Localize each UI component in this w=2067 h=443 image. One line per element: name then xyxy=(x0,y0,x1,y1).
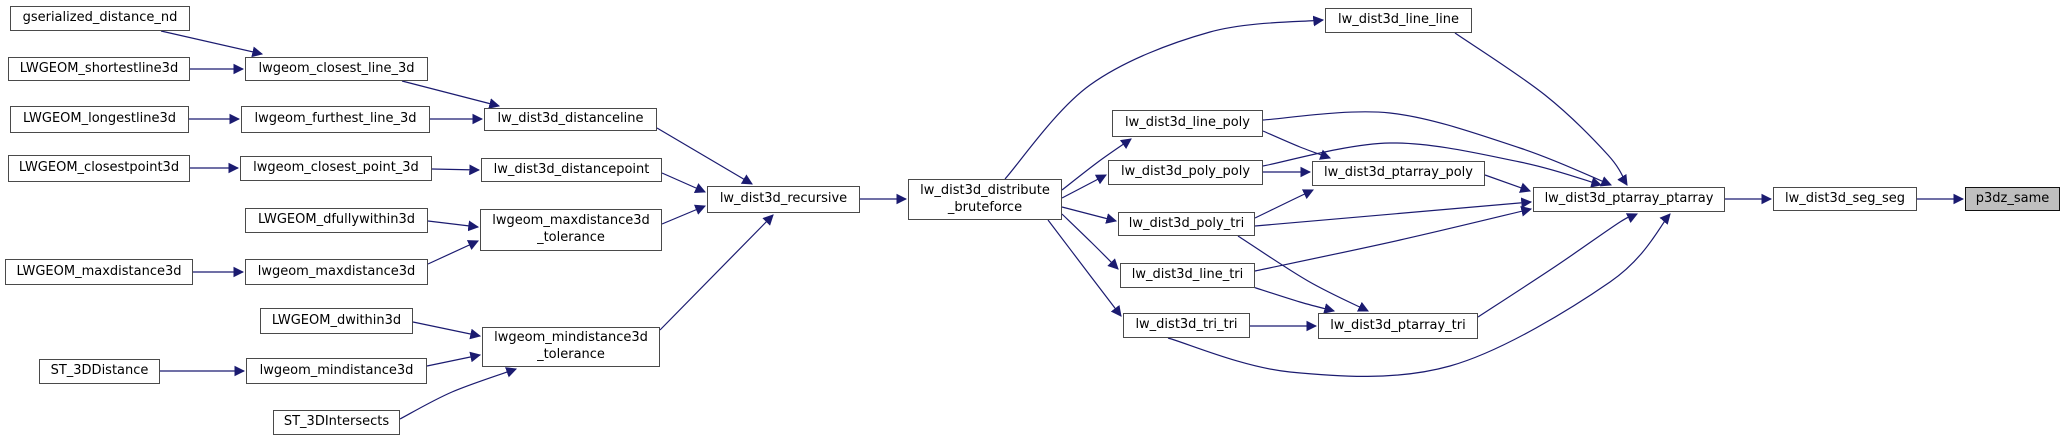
edge-lwgeom_mindistance3d-lwgeom_mindistance3d_tolerance xyxy=(426,351,482,367)
node-lw_dist3d_poly_poly[interactable]: lw_dist3d_poly_poly xyxy=(1108,160,1263,185)
node-lw_dist3d_line_poly[interactable]: lw_dist3d_line_poly xyxy=(1112,110,1263,137)
edge-lwgeom_closest_line_3d-lw_dist3d_distanceline xyxy=(401,80,501,109)
edge-lw_dist3d_poly_tri-lw_dist3d_ptarray_tri xyxy=(1237,235,1369,312)
node-gserialized_distance_nd[interactable]: gserialized_distance_nd xyxy=(10,6,190,31)
node-lwgeom_maxdistance3d[interactable]: lwgeom_maxdistance3d xyxy=(245,259,428,285)
edge-lw_dist3d_distribute_bruteforce-lw_dist3d_line_line xyxy=(1004,15,1325,180)
node-lwgeom_closest_point_3d[interactable]: lwgeom_closest_point_3d xyxy=(240,156,432,181)
edge-lwgeom_maxdistance3d-lwgeom_maxdistance3d_tolerance xyxy=(427,240,479,265)
edge-lw_dist3d_distanceline-lw_dist3d_recursive xyxy=(656,127,753,185)
edge-lw_dist3d_distribute_bruteforce-lw_dist3d_poly_poly xyxy=(1061,174,1107,199)
node-lw_dist3d_line_tri[interactable]: lw_dist3d_line_tri xyxy=(1120,263,1255,288)
edge-lwgeom_maxdistance3d_tolerance-lw_dist3d_recursive xyxy=(661,204,706,225)
node-LWGEOM_longestline3d[interactable]: LWGEOM_longestline3d xyxy=(10,106,189,133)
node-lw_dist3d_line_line[interactable]: lw_dist3d_line_line xyxy=(1325,8,1472,33)
edge-LWGEOM_dwithin3d-lwgeom_mindistance3d_tolerance xyxy=(412,321,482,340)
node-ST_3DIntersects[interactable]: ST_3DIntersects xyxy=(273,410,400,435)
edge-lw_dist3d_distribute_bruteforce-lw_dist3d_line_poly xyxy=(1061,138,1132,191)
node-lw_dist3d_tri_tri[interactable]: lw_dist3d_tri_tri xyxy=(1123,313,1250,338)
edge-gserialized_distance_nd-lwgeom_closest_line_3d xyxy=(160,30,264,58)
edge-lw_dist3d_tri_tri-lw_dist3d_ptarray_ptarray xyxy=(1167,213,1671,377)
node-LWGEOM_shortestline3d[interactable]: LWGEOM_shortestline3d xyxy=(8,57,190,81)
node-LWGEOM_dfullywithin3d[interactable]: LWGEOM_dfullywithin3d xyxy=(245,208,428,233)
node-lw_dist3d_distanceline[interactable]: lw_dist3d_distanceline xyxy=(484,108,657,131)
node-lw_dist3d_poly_tri[interactable]: lw_dist3d_poly_tri xyxy=(1118,212,1255,236)
edge-LWGEOM_dfullywithin3d-lwgeom_maxdistance3d_tolerance xyxy=(427,220,480,232)
node-lw_dist3d_recursive[interactable]: lw_dist3d_recursive xyxy=(707,186,860,213)
node-ST_3DDistance[interactable]: ST_3DDistance xyxy=(39,359,160,384)
edge-lw_dist3d_line_poly-lw_dist3d_ptarray_poly xyxy=(1262,130,1332,160)
node-lwgeom_mindistance3d_tolerance[interactable]: lwgeom_mindistance3d _tolerance xyxy=(482,327,660,367)
edge-lw_dist3d_line_tri-lw_dist3d_ptarray_tri xyxy=(1252,286,1336,314)
node-LWGEOM_dwithin3d[interactable]: LWGEOM_dwithin3d xyxy=(260,308,413,334)
node-lwgeom_maxdistance3d_tolerance[interactable]: lwgeom_maxdistance3d _tolerance xyxy=(480,209,662,251)
edge-lw_dist3d_distribute_bruteforce-lw_dist3d_line_tri xyxy=(1061,213,1119,270)
edge-lw_dist3d_line_tri-lw_dist3d_ptarray_ptarray xyxy=(1254,205,1533,272)
node-lwgeom_closest_line_3d[interactable]: lwgeom_closest_line_3d xyxy=(245,57,428,81)
node-lwgeom_mindistance3d[interactable]: lwgeom_mindistance3d xyxy=(246,358,427,384)
node-p3dz_same: p3dz_same xyxy=(1965,187,2060,211)
edge-lw_dist3d_distancepoint-lw_dist3d_recursive xyxy=(661,172,706,194)
edge-lw_dist3d_line_line-lw_dist3d_ptarray_ptarray xyxy=(1454,32,1628,186)
edge-lwgeom_mindistance3d_tolerance-lw_dist3d_recursive xyxy=(659,214,774,331)
node-lw_dist3d_ptarray_ptarray[interactable]: lw_dist3d_ptarray_ptarray xyxy=(1533,187,1725,212)
node-lw_dist3d_distribute_bruteforce[interactable]: lw_dist3d_distribute _bruteforce xyxy=(908,179,1062,220)
edge-lw_dist3d_distribute_bruteforce-lw_dist3d_tri_tri xyxy=(1047,219,1122,317)
edge-lw_dist3d_distribute_bruteforce-lw_dist3d_poly_tri xyxy=(1061,206,1118,224)
node-lw_dist3d_ptarray_tri[interactable]: lw_dist3d_ptarray_tri xyxy=(1318,313,1478,339)
node-lw_dist3d_seg_seg[interactable]: lw_dist3d_seg_seg xyxy=(1773,187,1917,211)
node-lw_dist3d_distancepoint[interactable]: lw_dist3d_distancepoint xyxy=(481,158,662,182)
edge-lwgeom_closest_point_3d-lw_dist3d_distancepoint xyxy=(431,164,481,176)
node-LWGEOM_maxdistance3d[interactable]: LWGEOM_maxdistance3d xyxy=(5,259,193,285)
edge-lw_dist3d_line_poly-lw_dist3d_ptarray_ptarray xyxy=(1262,111,1613,187)
edge-lw_dist3d_ptarray_tri-lw_dist3d_ptarray_ptarray xyxy=(1477,213,1638,318)
node-lwgeom_furthest_line_3d[interactable]: lwgeom_furthest_line_3d xyxy=(241,106,430,133)
edge-lw_dist3d_poly_poly-lw_dist3d_ptarray_ptarray xyxy=(1262,142,1603,188)
node-LWGEOM_closestpoint3d[interactable]: LWGEOM_closestpoint3d xyxy=(8,155,190,182)
node-lw_dist3d_ptarray_poly[interactable]: lw_dist3d_ptarray_poly xyxy=(1312,161,1485,186)
edge-lw_dist3d_poly_tri-lw_dist3d_ptarray_poly xyxy=(1254,189,1314,219)
edge-lw_dist3d_ptarray_poly-lw_dist3d_ptarray_ptarray xyxy=(1484,174,1532,193)
edge-lw_dist3d_poly_tri-lw_dist3d_ptarray_ptarray xyxy=(1254,197,1533,227)
edge-ST_3DIntersects-lwgeom_mindistance3d_tolerance xyxy=(399,367,518,420)
